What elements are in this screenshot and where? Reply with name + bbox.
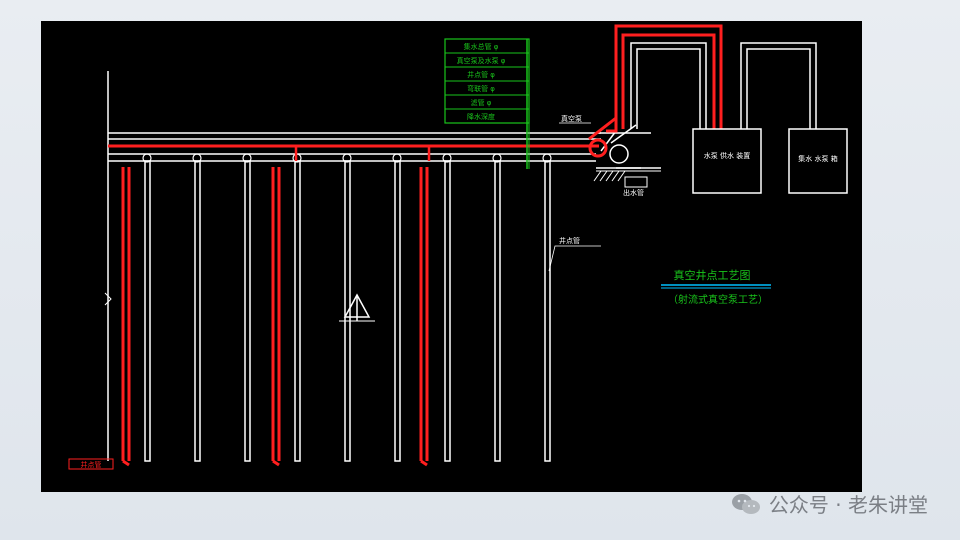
pump-room-label: 真空泵 <box>561 114 582 123</box>
red-pipe-end <box>122 459 130 467</box>
outlet-label: 出水管 <box>623 188 644 197</box>
legend-row: 滤管 φ <box>471 98 492 107</box>
cad-drawing-canvas: 水泵 供水 装置 集水 水泵 箱 集水总管 φ 真空泵及水泵 φ 井点管 φ 弯… <box>41 21 862 492</box>
pipe-joint <box>542 153 552 163</box>
legend-row: 弯联管 φ <box>467 84 495 93</box>
pump-wheel-red <box>588 138 608 158</box>
legend-row: 降水深度 <box>467 112 495 121</box>
legend-row: 井点管 φ <box>467 70 495 79</box>
bottom-red-label-box <box>68 458 114 470</box>
well-points <box>121 146 552 467</box>
red-pipe-end <box>272 459 280 467</box>
watermark-text: 公众号 · 老朱讲堂 <box>768 493 928 517</box>
pipe-joint <box>492 153 502 163</box>
red-pipe-end <box>420 459 428 467</box>
well-pipe <box>194 160 201 462</box>
well-pipe <box>244 160 251 462</box>
right-box-1-label: 水泵 供水 装置 <box>704 151 750 160</box>
well-pipe <box>144 160 151 462</box>
break-mark <box>104 292 112 306</box>
pipe-joint <box>342 153 352 163</box>
outlet-tag <box>624 176 648 188</box>
well-pipe <box>344 160 351 462</box>
red-supply-loop <box>606 24 723 133</box>
well-pipe <box>544 160 551 462</box>
well-point-diagram: 水泵 供水 装置 集水 水泵 箱 集水总管 φ 真空泵及水泵 φ 井点管 φ 弯… <box>68 24 848 470</box>
pipe-leader <box>548 245 601 272</box>
pump-wheel <box>609 144 629 164</box>
legend-table: 集水总管 φ 真空泵及水泵 φ 井点管 φ 弯联管 φ 滤管 φ 降水深度 <box>444 38 530 169</box>
diagram-title: 真空井点工艺图 <box>674 268 751 282</box>
wechat-icon <box>731 493 760 514</box>
pipe-joint <box>192 153 202 163</box>
white-return-loop <box>630 42 817 129</box>
right-box-2-label: 集水 水泵 箱 <box>798 154 837 163</box>
pipe-joint <box>142 153 152 163</box>
pipe-label: 井点管 <box>559 236 580 245</box>
legend-row: 真空泵及水泵 φ <box>457 56 506 65</box>
pipe-joint <box>442 153 452 163</box>
vacuum-pump-assembly <box>588 116 661 188</box>
well-pipe <box>294 160 301 462</box>
pump-box-2 <box>788 128 848 194</box>
well-pipe <box>394 160 401 462</box>
pump-box-1 <box>692 128 762 194</box>
bottom-red-label: 井点管 <box>81 460 102 469</box>
water-level-marker <box>339 293 375 322</box>
well-pipe <box>494 160 501 462</box>
pipe-joint <box>392 153 402 163</box>
legend-row: 集水总管 φ <box>464 42 499 51</box>
well-pipe <box>444 160 451 462</box>
pipe-joint <box>242 153 252 163</box>
diagram-subtitle: （射流式真空泵工艺） <box>668 293 768 306</box>
watermark: 公众号 · 老朱讲堂 <box>731 489 928 518</box>
